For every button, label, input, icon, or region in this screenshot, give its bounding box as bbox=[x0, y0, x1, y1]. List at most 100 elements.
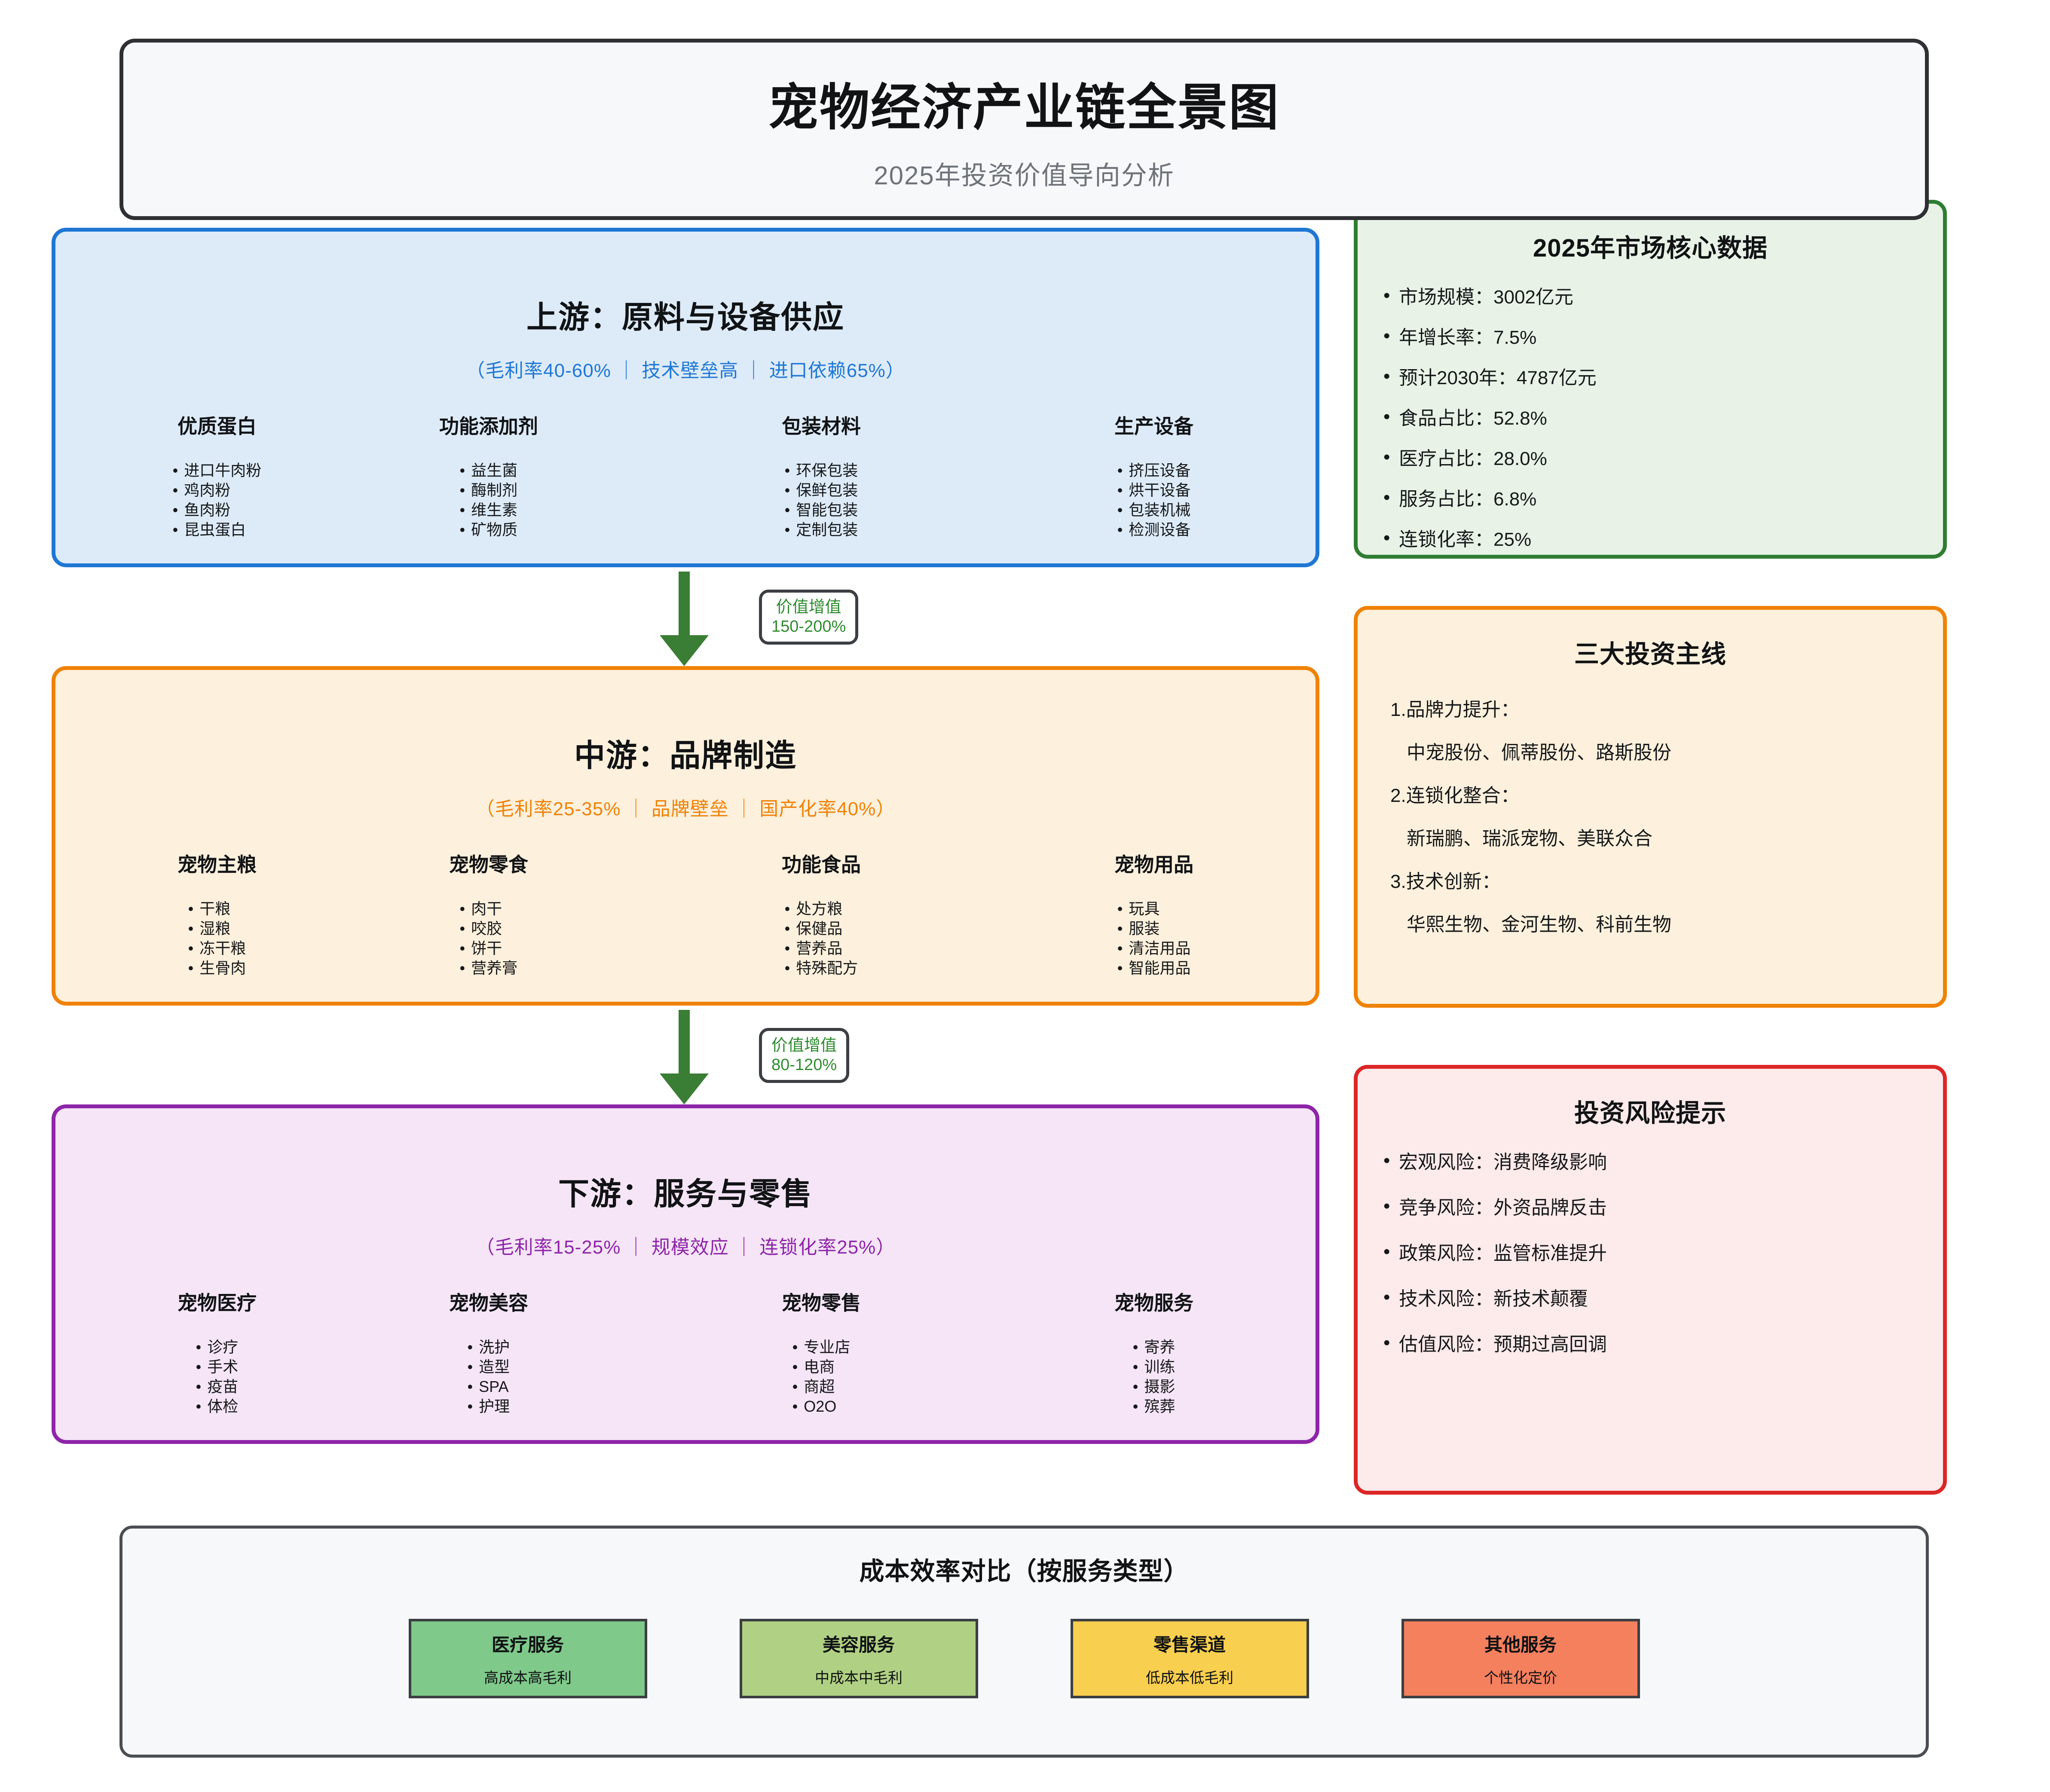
column-生产设备: 生产设备 挤压设备 烘干设备 包装机械 检测设备 bbox=[1018, 411, 1290, 540]
value-badge-label: 价值增值 bbox=[776, 598, 841, 616]
cost-box-其他服务: 其他服务 个性化定价 bbox=[1401, 1619, 1640, 1698]
list-item: 保健品 bbox=[785, 919, 858, 939]
column-宠物用品: 宠物用品 玩具 服装 清洁用品 智能用品 bbox=[1018, 849, 1290, 978]
investment-group-names: 华熙生物、金河生物、科前生物 bbox=[1407, 914, 1671, 935]
column-宠物服务: 宠物服务 寄养 训练 摄影 殡葬 bbox=[1018, 1287, 1290, 1416]
list-item: 营养品 bbox=[785, 939, 858, 958]
list-item: 医疗占比：28.0% bbox=[1383, 448, 1921, 468]
column-list: 挤压设备 烘干设备 包装机械 检测设备 bbox=[1117, 461, 1190, 540]
list-item: 智能用品 bbox=[1117, 958, 1190, 978]
column-list: 处方粮 保健品 营养品 特殊配方 bbox=[785, 899, 858, 978]
column-宠物美容: 宠物美容 洗护 造型 SPA 护理 bbox=[353, 1287, 624, 1416]
risk-list: 宏观风险：消费降级影响 竞争风险：外资品牌反击 政策风险：监管标准提升 技术风险… bbox=[1380, 1151, 1921, 1354]
list-item: 包装机械 bbox=[1117, 500, 1190, 520]
list-item: 手术 bbox=[196, 1357, 238, 1377]
panel-investment-risks: 投资风险提示 宏观风险：消费降级影响 竞争风险：外资品牌反击 政策风险：监管标准… bbox=[1354, 1065, 1947, 1495]
column-list: 寄养 训练 摄影 殡葬 bbox=[1133, 1337, 1175, 1416]
investment-group-names: 中宠股份、佩蒂股份、路斯股份 bbox=[1407, 742, 1671, 763]
list-item: 处方粮 bbox=[785, 899, 858, 919]
value-badge-2: 价值增值 80-120% bbox=[759, 1028, 850, 1083]
list-item: 服装 bbox=[1117, 919, 1191, 939]
investment-group: 3.技术创新： 华熙生物、金河生物、科前生物 bbox=[1390, 866, 1921, 936]
list-item: 寄养 bbox=[1133, 1337, 1175, 1357]
column-list: 益生菌 酶制剂 维生素 矿物质 bbox=[460, 461, 517, 540]
value-badge-1: 价值增值 150-200% bbox=[759, 590, 859, 645]
list-item: 训练 bbox=[1133, 1357, 1175, 1377]
column-宠物医疗: 宠物医疗 诊疗 手术 疫苗 体检 bbox=[81, 1287, 353, 1416]
list-item: 电商 bbox=[792, 1357, 851, 1377]
list-item: 咬胶 bbox=[460, 919, 518, 939]
column-list: 玩具 服装 清洁用品 智能用品 bbox=[1117, 899, 1191, 978]
list-item: 护理 bbox=[468, 1397, 510, 1416]
title-card: 宠物经济产业链全景图 2025年投资价值导向分析 bbox=[119, 39, 1929, 220]
column-宠物零食: 宠物零食 肉干 咬胶 饼干 营养膏 bbox=[353, 849, 624, 978]
page-title: 宠物经济产业链全景图 bbox=[768, 79, 1280, 135]
column-title: 宠物医疗 bbox=[177, 1292, 257, 1314]
stage-meta-upstream: （毛利率40-60% ｜ 技术壁垒高 ｜ 进口依赖65%） bbox=[466, 360, 905, 381]
column-功能添加剂: 功能添加剂 益生菌 酶制剂 维生素 矿物质 bbox=[353, 411, 624, 540]
cost-box-desc: 中成本中毛利 bbox=[815, 1670, 903, 1686]
panel-title: 投资风险提示 bbox=[1574, 1099, 1726, 1127]
stage-title-midstream: 中游：品牌制造 bbox=[574, 739, 797, 773]
flow-arrow-shaft-1 bbox=[679, 572, 690, 640]
list-item: 造型 bbox=[468, 1357, 510, 1377]
list-item: 估值风险：预期过高回调 bbox=[1383, 1333, 1921, 1354]
cost-box-name: 美容服务 bbox=[822, 1634, 895, 1655]
list-item: 保鲜包装 bbox=[785, 480, 858, 500]
cost-box-医疗服务: 医疗服务 高成本高毛利 bbox=[408, 1619, 647, 1698]
cost-box-desc: 低成本低毛利 bbox=[1146, 1670, 1233, 1686]
list-item: O2O bbox=[792, 1397, 851, 1416]
list-item: 专业店 bbox=[792, 1337, 850, 1357]
list-item: 竞争风险：外资品牌反击 bbox=[1383, 1197, 1921, 1217]
investment-group: 1.品牌力提升： 中宠股份、佩蒂股份、路斯股份 bbox=[1390, 694, 1921, 765]
flow-arrow-head-1 bbox=[660, 635, 709, 666]
column-list: 专业店 电商 商超 O2O bbox=[792, 1337, 851, 1416]
list-item: 技术风险：新技术颠覆 bbox=[1383, 1288, 1921, 1309]
value-badge-label: 价值增值 bbox=[771, 1037, 837, 1055]
column-title: 优质蛋白 bbox=[177, 415, 257, 437]
column-title: 功能食品 bbox=[781, 853, 861, 876]
investment-group-head: 3.技术创新： bbox=[1390, 871, 1501, 892]
column-list: 进口牛肉粉 鸡肉粉 鱼肉粉 昆虫蛋白 bbox=[173, 461, 262, 540]
column-title: 宠物零食 bbox=[449, 853, 528, 876]
stage-title-downstream: 下游：服务与零售 bbox=[558, 1177, 813, 1211]
column-list: 洗护 造型 SPA 护理 bbox=[468, 1337, 510, 1416]
cost-box-name: 其他服务 bbox=[1484, 1634, 1557, 1655]
list-item: 益生菌 bbox=[460, 461, 517, 480]
column-list: 干粮 湿粮 冻干粮 生骨肉 bbox=[188, 899, 246, 978]
investment-group-names: 新瑞鹏、瑞派宠物、美联众合 bbox=[1407, 828, 1652, 849]
list-item: 服务占比：6.8% bbox=[1383, 488, 1921, 509]
list-item: 鱼肉粉 bbox=[173, 500, 262, 520]
list-item: 烘干设备 bbox=[1117, 480, 1190, 500]
stage-card-downstream: 下游：服务与零售 （毛利率15-25% ｜ 规模效应 ｜ 连锁化率25%） 宠物… bbox=[52, 1104, 1319, 1444]
list-item: 酶制剂 bbox=[460, 480, 517, 500]
list-item: 体检 bbox=[196, 1397, 238, 1416]
column-list: 诊疗 手术 疫苗 体检 bbox=[196, 1337, 238, 1416]
column-title: 宠物主粮 bbox=[177, 853, 257, 876]
column-list: 环保包装 保鲜包装 智能包装 定制包装 bbox=[785, 461, 858, 540]
list-item: 挤压设备 bbox=[1117, 461, 1190, 480]
list-item: 市场规模：3002亿元 bbox=[1383, 286, 1921, 307]
cost-box-name: 医疗服务 bbox=[491, 1634, 564, 1655]
column-title: 宠物美容 bbox=[449, 1292, 528, 1314]
list-item: 维生素 bbox=[460, 500, 517, 520]
panel-investment-lines: 三大投资主线 1.品牌力提升： 中宠股份、佩蒂股份、路斯股份 2.连锁化整合： … bbox=[1354, 606, 1947, 1008]
list-item: 玩具 bbox=[1117, 899, 1191, 919]
list-item: 昆虫蛋白 bbox=[173, 520, 262, 540]
cost-efficiency-title: 成本效率对比（按服务类型） bbox=[859, 1557, 1189, 1585]
flow-arrow-head-2 bbox=[660, 1073, 709, 1104]
stage-columns-downstream: 宠物医疗 诊疗 手术 疫苗 体检 宠物美容 洗护 造型 SPA 护理 宠物零售 bbox=[55, 1287, 1316, 1416]
list-item: 冻干粮 bbox=[188, 939, 246, 958]
list-item: 洗护 bbox=[468, 1337, 510, 1357]
column-title: 宠物用品 bbox=[1114, 853, 1194, 876]
panel-market-data: 2025年市场核心数据 市场规模：3002亿元 年增长率：7.5% 预计2030… bbox=[1354, 200, 1947, 559]
list-item: 饼干 bbox=[460, 939, 518, 958]
column-list: 肉干 咬胶 饼干 营养膏 bbox=[460, 899, 518, 978]
list-item: 特殊配方 bbox=[785, 958, 858, 978]
list-item: 疫苗 bbox=[196, 1377, 238, 1397]
list-item: 政策风险：监管标准提升 bbox=[1383, 1242, 1921, 1263]
cost-box-desc: 高成本高毛利 bbox=[484, 1670, 572, 1686]
cost-efficiency-card: 成本效率对比（按服务类型） 医疗服务 高成本高毛利 美容服务 中成本中毛利 零售… bbox=[119, 1526, 1929, 1758]
list-item: 湿粮 bbox=[188, 919, 246, 939]
